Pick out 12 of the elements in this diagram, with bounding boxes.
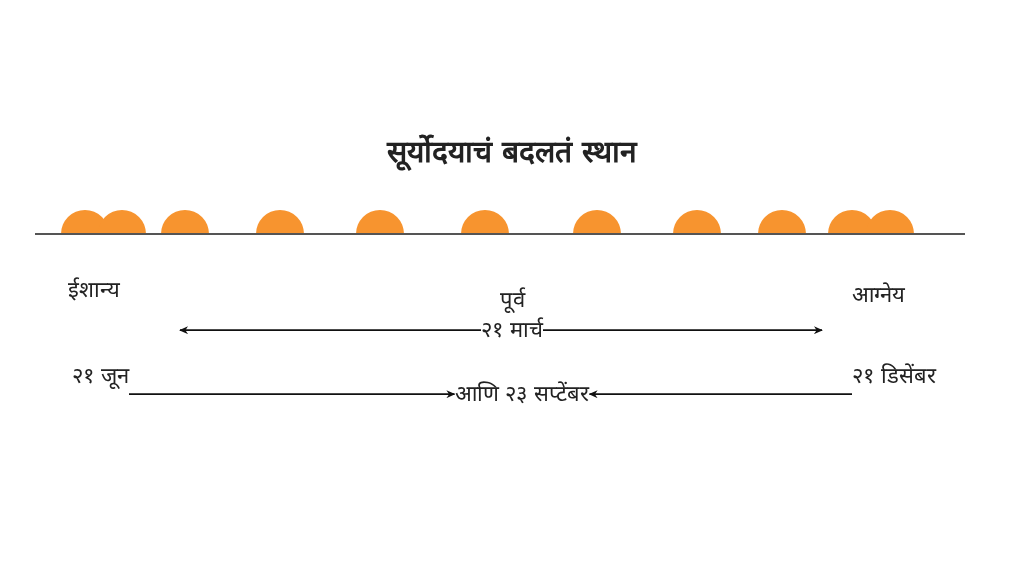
arrow xyxy=(588,390,853,399)
arrow xyxy=(128,390,456,399)
direction-label: पूर्व xyxy=(499,287,525,314)
date-label: आणि २३ सप्टेंबर xyxy=(454,381,590,408)
date-label: २१ जून xyxy=(72,363,129,390)
date-label: २१ डिसेंबर xyxy=(852,363,936,390)
arrow xyxy=(179,326,482,335)
direction-label: ईशान्य xyxy=(68,277,120,304)
direction-label: आग्नेय xyxy=(852,282,905,309)
title: सूर्योदयाचं बदलतं स्थान xyxy=(386,134,638,170)
date-label: २१ मार्च xyxy=(481,317,543,344)
arrow xyxy=(542,326,823,335)
